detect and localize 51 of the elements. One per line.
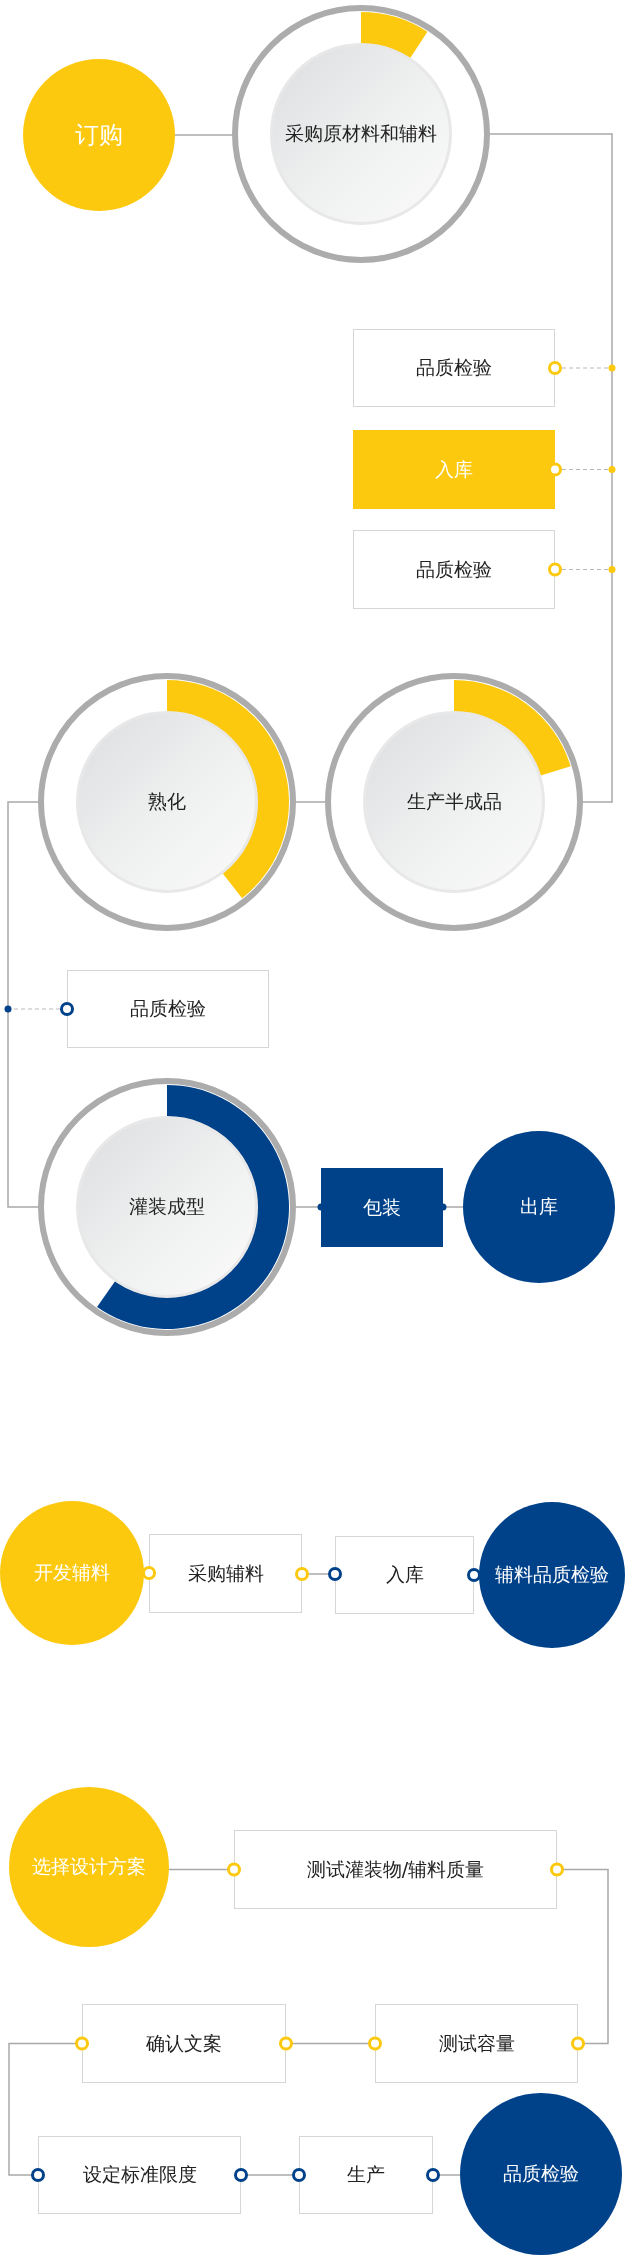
connector-line [295,801,326,803]
step-label: 熟化 [148,790,186,814]
connector-line [467,1568,481,1582]
step-box [82,2004,286,2083]
connector-line [7,801,39,1208]
step-box [353,530,555,609]
connector-line [8,2036,89,2182]
step-box [321,1168,443,1247]
step-label: 确认文案 [146,2031,222,2056]
step-label: 入库 [385,1563,424,1587]
step-label: 品质检验 [416,557,492,582]
step-box [353,430,555,509]
step-label: 出库 [520,1195,558,1219]
step-label: 订购 [75,120,123,150]
dashed-connector [4,1002,74,1016]
step-label: 测试灌装物/辅料质量 [306,1857,485,1882]
connector-line [550,1862,609,2051]
step-label: 入库 [435,457,473,482]
connector-line [234,2168,306,2182]
connector-line [295,1567,342,1581]
connector-line [174,134,233,136]
step-label: 生产 [347,2163,385,2187]
connector-line [489,133,613,803]
step-label: 选择设计方案 [32,1855,146,1879]
step-label: 品质检验 [416,356,492,380]
step-box [353,329,555,407]
step-label: 开发辅料 [34,1561,110,1585]
step-box [299,2136,433,2214]
dashed-connector [548,361,616,375]
step-box [234,1830,557,1909]
step-label: 测试容量 [438,2031,515,2056]
connector-line [279,2036,382,2051]
step-box [375,2004,578,2083]
step-box [335,1536,474,1614]
step-label: 辅料品质检验 [495,1563,609,1587]
step-label: 采购辅料 [187,1561,264,1586]
step-label: 包装 [363,1195,401,1220]
connector-line [168,1862,241,1877]
dashed-connector [548,462,616,477]
step-label: 设定标准限度 [82,2163,197,2187]
dashed-connector [548,562,616,577]
step-label: 品质检验 [503,2162,579,2186]
step-box [67,970,269,1048]
connector-line [142,1566,156,1580]
step-box [149,1534,302,1613]
step-label: 品质检验 [130,997,206,1021]
step-label: 采购原材料和辅料 [285,122,437,146]
step-box [38,2136,241,2214]
step-label: 生产半成品 [406,790,502,814]
step-label: 灌装成型 [129,1195,205,1219]
connector-line [426,2168,461,2182]
